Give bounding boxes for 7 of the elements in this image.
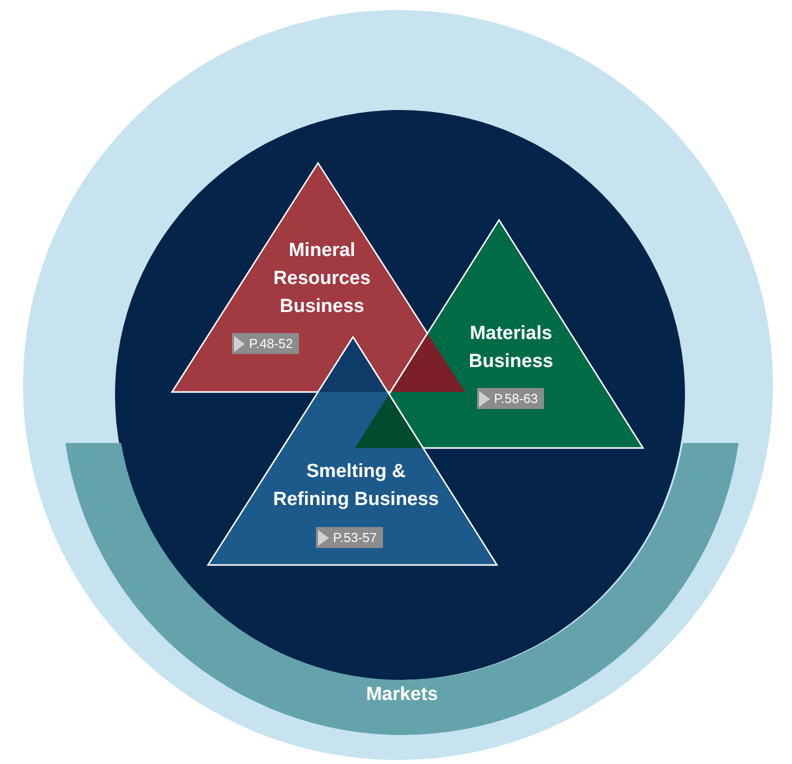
page-reference: P.58-63: [494, 391, 538, 406]
markets-label: Markets: [365, 683, 439, 707]
business-title: Materials Business: [468, 322, 554, 374]
page-reference: P.48-52: [249, 336, 293, 351]
business-title: Mineral Resources Business: [272, 239, 372, 319]
business-title: Smelting & Refining Business: [272, 460, 440, 512]
page-reference: P.53-57: [333, 530, 377, 545]
